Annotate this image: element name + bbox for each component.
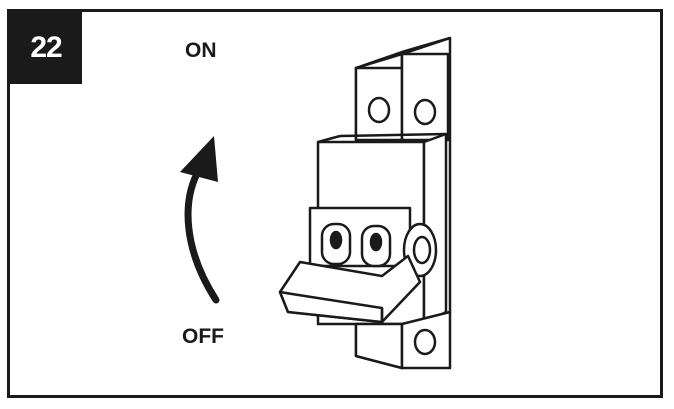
- on-label: ON: [185, 39, 217, 62]
- off-label: OFF: [182, 325, 224, 348]
- arrow-up-curved-icon: [180, 136, 220, 304]
- illustration: [180, 36, 452, 370]
- instruction-frame: 22 ON OFF: [7, 9, 663, 398]
- step-number-badge: 22: [10, 12, 82, 84]
- circuit-breaker-icon: [278, 36, 452, 370]
